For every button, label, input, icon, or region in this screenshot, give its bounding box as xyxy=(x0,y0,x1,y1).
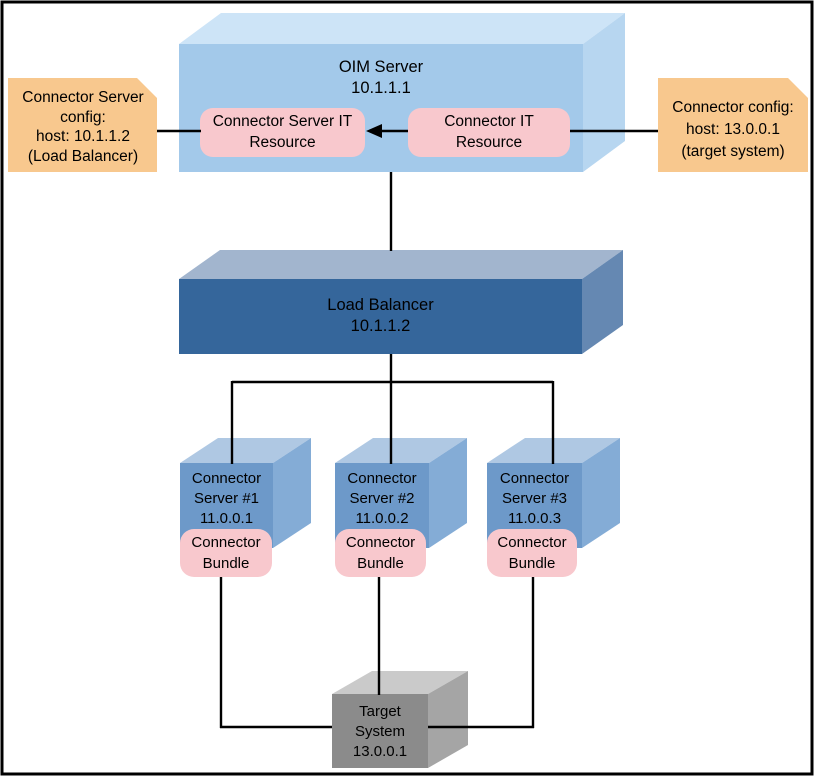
arrowhead-left-icon xyxy=(366,124,382,138)
target-system-top-face xyxy=(332,671,468,694)
connector-it-resource-label: Connector IT Resource xyxy=(444,113,534,151)
load-balancer-label: Load Balancer 10.1.1.2 xyxy=(327,296,434,335)
connector-server-it-resource-label: Connector Server IT Resource xyxy=(212,113,353,151)
target-system-side-face xyxy=(428,671,468,768)
connector-server-1-side-face xyxy=(273,438,311,548)
target-system-box xyxy=(332,671,468,768)
connector-config-note-shape xyxy=(658,78,808,172)
connector-config-note-label: Connector config: host: 13.0.0.1 (target… xyxy=(672,99,794,160)
connector-server-3-label: Connector Server #3 11.0.0.3 xyxy=(499,470,570,527)
load-balancer-front-face xyxy=(179,279,582,354)
connector-server-2-label: Connector Server #2 11.0.0.2 xyxy=(347,470,417,527)
connector-bundle-2-label: Connector Bundle xyxy=(345,534,416,572)
connector-server-config-note-shape xyxy=(8,78,157,172)
connector-server-1-top-face xyxy=(180,438,311,463)
connector-bundle-3-label: Connector Bundle xyxy=(497,534,567,572)
connector-bundle-3-box xyxy=(487,529,577,577)
connector-server-2-side-face xyxy=(429,438,467,548)
target-system-label: Target System 13.0.0.1 xyxy=(352,703,408,760)
oim-server-side-face xyxy=(583,13,625,172)
connector-server-it-resource-box xyxy=(200,108,365,157)
connector-it-resource-box xyxy=(408,108,570,157)
connector-server-3-side-face xyxy=(582,438,620,548)
connector-bundle-1-label: Connector Bundle xyxy=(191,534,261,572)
target-system-front-face xyxy=(332,694,428,768)
load-balancer-top-face xyxy=(179,250,623,279)
load-balancer-box xyxy=(179,250,623,354)
connector-server-1-label: Connector Server #1 11.0.0.1 xyxy=(191,470,262,527)
oim-server-label: OIM Server 10.1.1.1 xyxy=(338,58,424,97)
load-balancer-side-face xyxy=(582,250,623,354)
connector-bundle-2-box xyxy=(335,529,426,577)
oim-server-top-face xyxy=(179,13,625,44)
arrow-connector-it-to-server-it xyxy=(366,124,408,138)
connector-server-config-note-label: Connector Server config: host: 10.1.1.2 … xyxy=(22,89,144,165)
connector-bundle-1-box xyxy=(180,529,272,577)
connector-server-2-top-face xyxy=(335,438,467,463)
